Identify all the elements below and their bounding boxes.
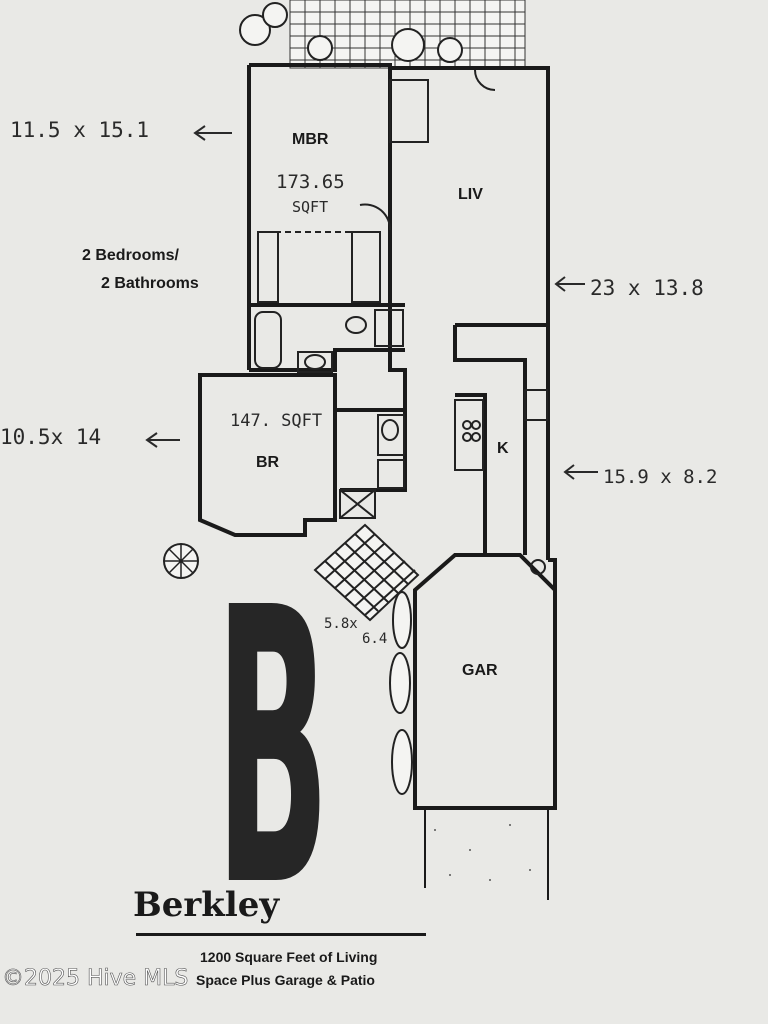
caption-line-2: Space Plus Garage & Patio [196, 972, 375, 988]
arrow-icon [193, 125, 232, 141]
room-label-mbr: MBR [292, 131, 329, 148]
berkley-logo-letter: B [215, 527, 330, 970]
summary-line-2: 2 Bathrooms [101, 275, 199, 292]
mbr-sqft-unit-note: SQFT [292, 198, 328, 216]
arrow-icon [145, 432, 180, 448]
patio-dimensions-note: 5.8x [324, 616, 358, 632]
room-label-liv: LIV [458, 186, 483, 203]
room-label-k: K [497, 440, 509, 457]
liv-dimensions-note: 23 x 13.8 [590, 276, 704, 300]
br-sqft-note: 147. SQFT [230, 411, 322, 431]
fixtures [254, 69, 548, 575]
mls-watermark: ©2025 Hive MLS [2, 966, 188, 991]
caption-divider [136, 933, 426, 936]
br-dimensions-note: 10.5x 14 [0, 425, 101, 449]
patio-lattice [313, 523, 420, 622]
summary-line-1: 2 Bedrooms/ [82, 247, 179, 264]
arrow-icon [554, 276, 585, 292]
mbr-dimensions-note: 11.5 x 15.1 [10, 118, 149, 142]
k-dimensions-note: 15.9 x 8.2 [603, 466, 717, 488]
driveway-stipple [434, 824, 531, 881]
mbr-sqft-note: 173.65 [276, 171, 345, 193]
arrow-icon [563, 464, 598, 480]
tree-icon [163, 543, 199, 579]
berkley-logo-name: Berkley [133, 885, 280, 925]
room-label-br: BR [256, 454, 280, 471]
hedge-icon [389, 591, 413, 795]
shrub-icon [239, 2, 463, 63]
caption-line-1: 1200 Square Feet of Living [200, 949, 377, 965]
patio-dimensions-note-2: 6.4 [362, 631, 387, 647]
room-label-gar: GAR [462, 662, 498, 679]
